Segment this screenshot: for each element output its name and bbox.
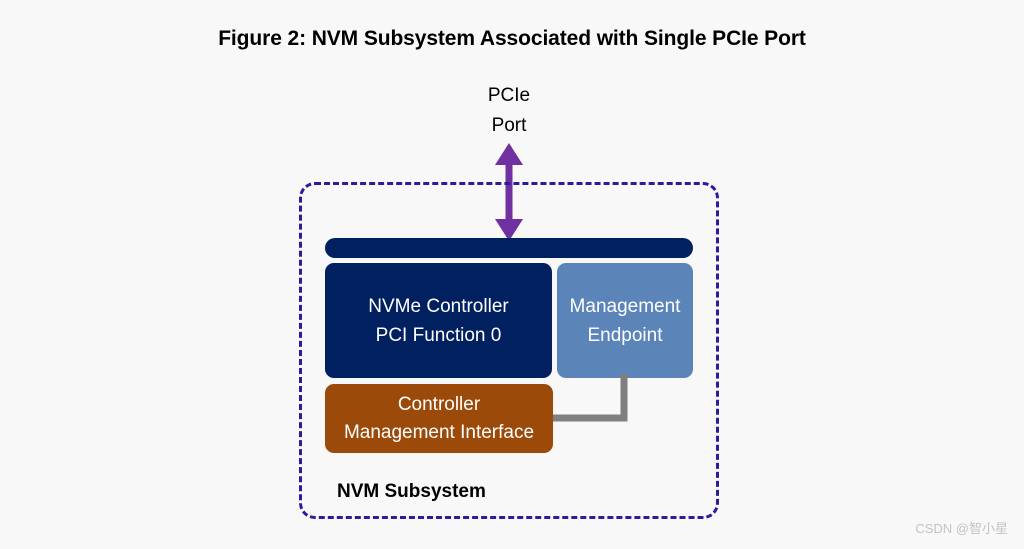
watermark: CSDN @智小星 [915,521,1008,536]
figure-title: Figure 2: NVM Subsystem Associated with … [218,27,806,50]
nvme-controller-line1: NVMe Controller [368,295,509,317]
management-endpoint-line2: Endpoint [587,324,663,346]
connector-path [550,374,628,422]
management-endpoint-to-cmi-connector [550,374,628,422]
management-endpoint-block[interactable]: Management Endpoint [557,263,693,378]
cmi-line1: Controller [397,393,481,415]
controller-management-interface-block[interactable]: Controller Management Interface [325,384,553,453]
pcie-port-label-line1: PCIe [487,85,531,106]
nvme-controller-line2: PCI Function 0 [375,324,502,346]
pcie-port-label-line2: Port [491,115,527,136]
nvm-subsystem-label: NVM Subsystem [337,481,486,502]
cmi-line2: Management Interface [343,421,535,443]
pcie-internal-bus-bar [325,238,693,258]
pcie-port-label: PCIe Port [449,81,569,141]
nvm-subsystem-boundary [299,182,719,519]
nvme-controller-block[interactable]: NVMe Controller PCI Function 0 [325,263,552,378]
arrow-head-up [495,143,523,165]
arrow-head-down [495,219,523,241]
pcie-port-bidirectional-arrow-icon [495,143,523,241]
management-endpoint-line1: Management [569,295,681,317]
